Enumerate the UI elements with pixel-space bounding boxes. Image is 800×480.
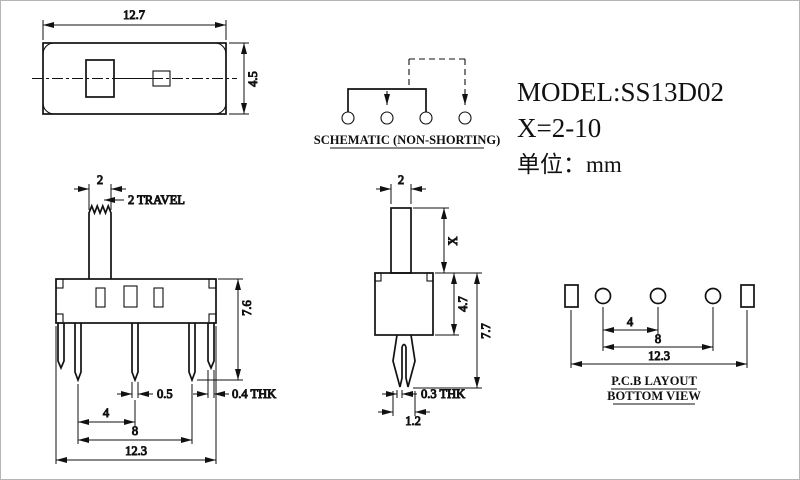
dim-label: 2 xyxy=(398,173,404,187)
dim-label: 8 xyxy=(655,332,661,346)
x-range: X=2-10 xyxy=(517,113,601,143)
schematic-caption: SCHEMATIC (NON-SHORTING) xyxy=(314,133,501,147)
dim-hole-span: 8 xyxy=(603,307,714,351)
mounting-peg xyxy=(392,334,416,388)
dim-label: 0.3 THK xyxy=(421,387,465,401)
dim-top-width: 12.7 xyxy=(42,8,227,40)
dim-peg-thickness: 0.3 THK xyxy=(382,387,466,402)
actuator-knob xyxy=(88,203,112,279)
dim-label: 4.7 xyxy=(456,296,470,312)
pcb-caption-line2: BOTTOM VIEW xyxy=(607,389,701,403)
body-corner-notches xyxy=(374,272,434,282)
dim-peg-width: 1.2 xyxy=(378,391,430,429)
dim-label: 7.7 xyxy=(479,323,493,339)
pcb-caption-line1: P.C.B LAYOUT xyxy=(611,374,697,388)
dim-label: 4.5 xyxy=(246,71,260,87)
unit-note: 单位：mm xyxy=(517,152,622,177)
dim-label: 2 xyxy=(97,173,103,187)
terminal-common xyxy=(419,111,433,125)
dim-label: 2 TRAVEL xyxy=(128,193,185,207)
dim-label: 8 xyxy=(132,424,138,438)
dim-label: 0.5 xyxy=(157,387,173,401)
dim-body-height: 4.7 xyxy=(435,273,471,336)
dim-label: 7.6 xyxy=(240,300,254,316)
actuator-knob-side xyxy=(390,207,412,274)
front-view: 2 2 TRAVEL 7.6 0.5 4 8 xyxy=(55,173,277,464)
dim-pin-span: 8 xyxy=(78,384,193,444)
title-block: MODEL:SS13D02 X=2-10 单位：mm xyxy=(517,77,724,177)
terminal-open xyxy=(458,111,472,125)
dim-pin-pitch: 4 xyxy=(77,384,136,444)
pin-hole xyxy=(704,287,722,305)
pole-wire xyxy=(347,88,427,112)
dim-height: 7.6 xyxy=(197,278,255,381)
mounting-slot xyxy=(740,284,755,308)
dim-label: 12.3 xyxy=(125,444,147,458)
terminal-open xyxy=(380,111,394,125)
switch-body xyxy=(55,278,217,324)
pcb-layout: 4 8 12.3 P.C.B LAYOUT BOTTOM VIEW xyxy=(564,284,755,405)
body-windows xyxy=(95,285,164,308)
schematic: SCHEMATIC (NON-SHORTING) xyxy=(314,58,501,149)
switch-body-side xyxy=(374,272,434,336)
corner-arcs xyxy=(42,42,227,115)
top-view: 12.7 4.5 xyxy=(32,8,261,115)
dim-label: 4 xyxy=(103,406,110,420)
dim-hole-pitch: 4 xyxy=(602,307,659,351)
pin-hole xyxy=(649,287,667,305)
dim-label: 4 xyxy=(627,315,634,329)
dim-slot-span: 12.3 xyxy=(570,310,748,368)
model-number: MODEL:SS13D02 xyxy=(517,77,724,107)
terminals-and-tabs xyxy=(57,323,215,383)
dim-stem-height: X xyxy=(413,207,482,274)
dim-label: 0.4 THK xyxy=(232,387,276,401)
pin-hole xyxy=(594,287,612,305)
mounting-slot xyxy=(564,284,579,308)
dim-tab-thickness: 0.4 THK xyxy=(193,370,277,402)
dim-label: 1.2 xyxy=(405,414,421,428)
dim-total-height: 7.7 xyxy=(413,273,494,389)
terminal-open xyxy=(341,111,355,125)
dim-knob-width: 2 xyxy=(376,173,426,204)
dim-pin-width: 0.5 xyxy=(117,382,173,402)
side-view: 2 X 4.7 7.7 0.3 THK 1.2 xyxy=(374,173,494,429)
dim-top-height: 4.5 xyxy=(229,42,261,115)
dim-label: 12.7 xyxy=(123,8,145,22)
body-corner-notches xyxy=(55,278,217,324)
detent-block xyxy=(152,70,171,87)
dim-label: 12.3 xyxy=(648,349,670,363)
dim-knob-width: 2 xyxy=(74,173,126,210)
dim-travel: 2 TRAVEL xyxy=(104,193,185,208)
dim-label: X xyxy=(446,236,460,245)
